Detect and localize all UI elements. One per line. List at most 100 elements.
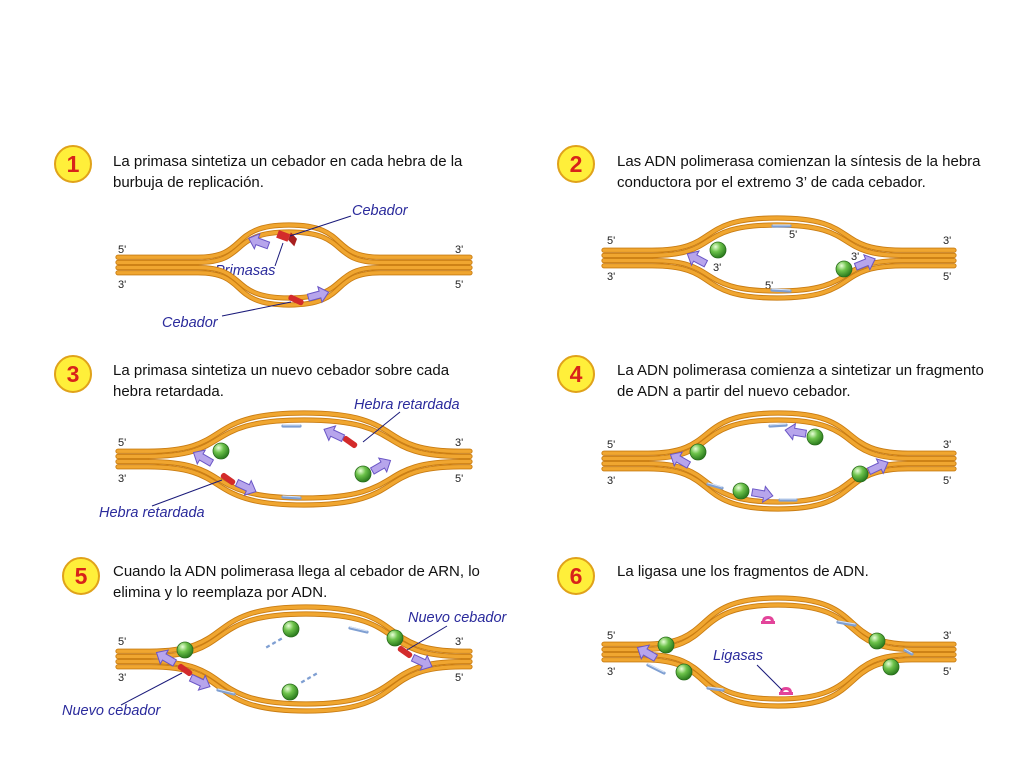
dna-strand	[602, 264, 956, 300]
step-caption-1: La primasa sintetiza un cebador en cada …	[113, 153, 463, 191]
rna-fragment	[904, 648, 913, 654]
primer-label: Cebador	[352, 203, 408, 219]
dna-strand	[602, 418, 956, 461]
step-badge-1: 1	[54, 145, 92, 183]
rna-fragment	[771, 288, 791, 291]
dna-polymerase-icon	[281, 683, 299, 701]
direction-arrow-icon	[853, 253, 876, 271]
step-caption-4: La ADN polimerasa comienza a sintetizar …	[617, 362, 984, 400]
rna-fragment	[349, 626, 368, 632]
end-label: 5'	[607, 439, 616, 451]
end-label: 3'	[118, 473, 127, 485]
end-label: 3'	[118, 672, 127, 684]
end-label: 3'	[943, 439, 952, 451]
dna-polymerase-icon	[868, 632, 886, 650]
dna-strand	[116, 230, 472, 265]
end-label: 5'	[607, 630, 616, 642]
step-caption-3: La primasa sintetiza un nuevo cebador so…	[113, 362, 450, 400]
pointer-line	[120, 672, 183, 706]
step-badge-4: 4	[557, 355, 595, 393]
dna-polymerase-icon	[386, 629, 404, 647]
new-primer-label: Nuevo cebador	[62, 703, 161, 719]
primer-icon	[397, 645, 413, 659]
ligase-label: Ligasas	[713, 648, 763, 664]
rna-fragment	[706, 482, 724, 490]
dna-polymerase-icon	[709, 241, 727, 259]
end-label: 3'	[118, 279, 127, 291]
dna-polymerase-icon	[806, 428, 824, 446]
end-label: 3'	[943, 630, 952, 642]
direction-arrow-icon	[234, 478, 257, 496]
direction-arrow-icon	[323, 425, 346, 443]
end-label: 5'	[118, 437, 127, 449]
rna-fragment	[770, 288, 792, 293]
step-badge-3: 3	[54, 355, 92, 393]
dna-polymerase-icon	[282, 620, 300, 638]
dna-polymerase-icon	[732, 482, 750, 500]
direction-arrow-icon	[192, 449, 215, 467]
dna-polymerase-icon	[657, 636, 675, 654]
rna-fragment	[216, 688, 236, 696]
step-badge-6: 6	[557, 557, 595, 595]
rna-fragment	[217, 688, 235, 694]
dna-strand	[116, 659, 472, 706]
direction-arrow-icon	[369, 457, 392, 475]
rna-fragment	[282, 495, 301, 498]
dna-strand	[116, 418, 472, 459]
inner-end-label: 3'	[713, 262, 722, 274]
lagging-strand-label: Hebra retardada	[99, 505, 205, 521]
end-label: 5'	[118, 636, 127, 648]
inner-end-label: 5'	[789, 229, 798, 241]
step-badge-2: 2	[557, 145, 595, 183]
end-label: 5'	[943, 475, 952, 487]
removed-primer-fragment	[300, 679, 306, 684]
removed-primer-fragment	[277, 637, 283, 642]
direction-arrow-icon	[247, 232, 271, 251]
ligase-icon	[761, 621, 775, 624]
primer-icon	[220, 472, 236, 486]
ligase-icon	[762, 616, 774, 622]
rna-fragment	[281, 495, 302, 500]
dna-strand	[116, 271, 472, 307]
end-label: 3'	[607, 666, 616, 678]
step-caption-5: Cuando la ADN polimerasa llega al cebado…	[113, 563, 480, 601]
pointer-line	[221, 301, 292, 317]
end-label: 3'	[607, 271, 616, 283]
pointer-line	[274, 242, 284, 267]
direction-arrow-icon	[669, 451, 692, 469]
dna-strand	[116, 465, 472, 507]
direction-arrow-icon	[636, 644, 659, 662]
primase-icon	[276, 230, 291, 242]
rna-fragment	[707, 686, 724, 690]
new-primer-label: Nuevo cebador	[408, 610, 507, 626]
rna-fragment	[707, 482, 723, 488]
rna-fragment	[647, 663, 665, 673]
primer-icon	[342, 435, 358, 449]
end-label: 3'	[607, 475, 616, 487]
dna-strand	[602, 411, 956, 455]
dna-strand	[116, 223, 472, 259]
dna-strand	[116, 459, 472, 500]
direction-arrow-icon	[188, 673, 211, 691]
rna-fragment	[768, 423, 788, 428]
dna-polymerase-icon	[675, 663, 693, 681]
direction-arrow-icon	[750, 485, 774, 504]
rna-fragment	[837, 620, 856, 625]
direction-arrow-icon	[866, 458, 889, 476]
end-label: 3'	[943, 235, 952, 247]
removed-primer-fragment	[265, 644, 271, 649]
primer-label: Cebador	[162, 315, 218, 331]
dna-polymerase-icon	[176, 641, 194, 659]
removed-primer-fragment	[312, 672, 318, 677]
dna-polymerase-icon	[689, 443, 707, 461]
rna-fragment	[836, 620, 857, 627]
step-caption-6: La ligasa une los fragmentos de ADN.	[617, 563, 869, 580]
rna-fragment	[348, 626, 369, 634]
inner-end-label: 3'	[851, 251, 860, 263]
direction-arrow-icon	[784, 422, 808, 441]
dna-strand	[116, 605, 472, 653]
pointer-line	[756, 664, 783, 691]
pointer-line	[406, 625, 448, 651]
removed-primer-fragment	[306, 676, 312, 680]
